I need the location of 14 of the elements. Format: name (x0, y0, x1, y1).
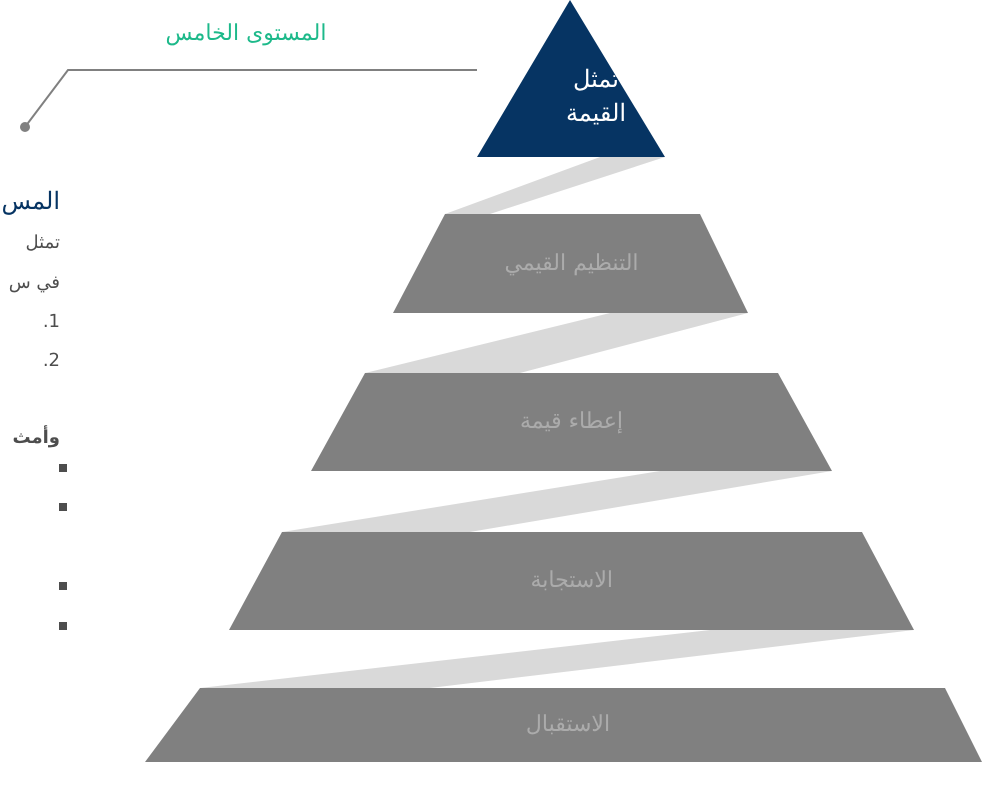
trapezoid-box (393, 214, 748, 313)
trapezoid-box (229, 532, 914, 630)
list-number: 1. (42, 311, 60, 333)
body-text: تمثل (26, 232, 60, 254)
list-number: 2. (42, 350, 60, 372)
level-text: تمثل القيمة (564, 64, 628, 129)
triangle-box (477, 0, 665, 157)
body-text: في س (8, 272, 60, 294)
bold-text: وأمث (12, 427, 60, 449)
section-heading: المس (2, 127, 60, 217)
trapezoid-box (311, 373, 832, 471)
level-label: المستوى الخامس (164, 20, 328, 48)
trapezoid-box (145, 688, 982, 762)
leader-line (20, 69, 477, 132)
